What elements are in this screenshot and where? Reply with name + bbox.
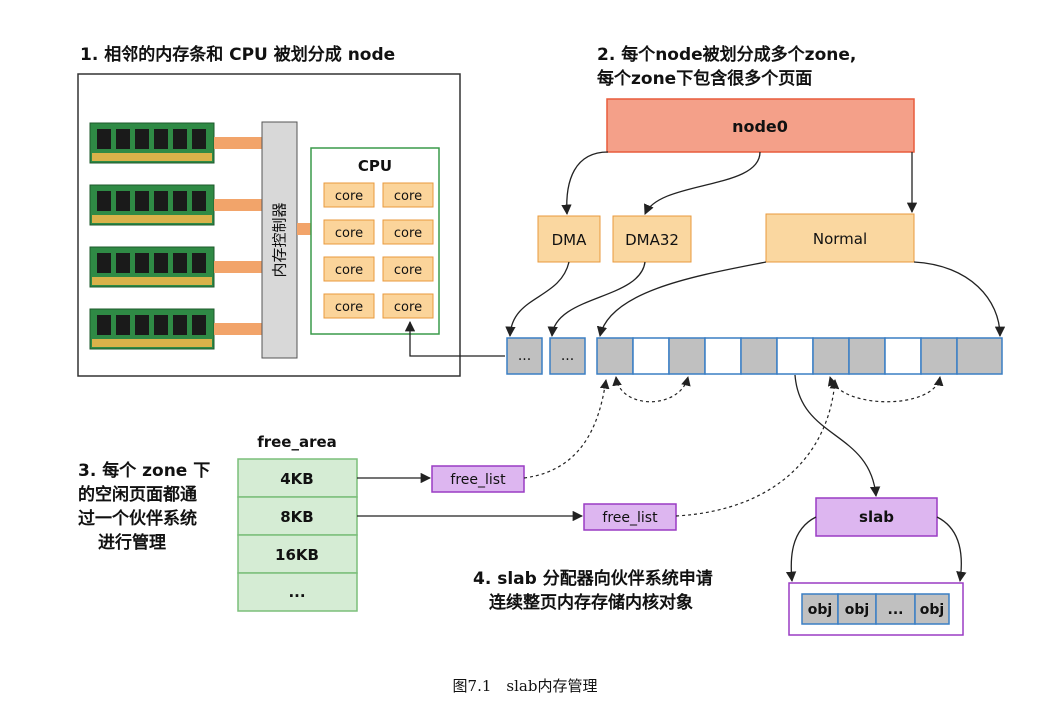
- free-list-2-label: free_list: [602, 510, 658, 526]
- slab-box: [815, 497, 938, 537]
- normal-pages: [596, 337, 1003, 375]
- slab-obj: obj: [808, 602, 832, 618]
- controller-cpu-link: [297, 223, 311, 235]
- free-area-to-list-arrows: [357, 472, 584, 522]
- slab-obj-dots: ...: [888, 602, 904, 618]
- free-area-item: ...: [288, 583, 305, 601]
- page-dots: ...: [561, 348, 574, 364]
- core: core: [335, 300, 363, 315]
- free-list-2: [583, 503, 677, 531]
- dram-stick-1: [89, 122, 262, 164]
- core: core: [394, 226, 422, 241]
- dma-pages: ... ...: [506, 337, 586, 375]
- page-dots: ...: [518, 348, 531, 364]
- buddy-page-links: [612, 376, 944, 403]
- slab-to-object-arrows: [785, 516, 967, 583]
- figure-caption: 图7.1 slab内存管理: [453, 677, 598, 695]
- section2-title-line2: 每个zone下包含很多个页面: [597, 68, 812, 89]
- zone-to-page-arrows: [404, 261, 1006, 357]
- core: core: [394, 263, 422, 278]
- free-list-to-page-links: [523, 379, 840, 517]
- node0-label: node0: [732, 117, 788, 136]
- section4-line2: 连续整页内存存储内核对象: [489, 592, 693, 613]
- section3-line3: 过一个伙伴系统: [78, 508, 197, 529]
- free-area-title: free_area: [257, 433, 337, 451]
- section3-line2: 的空闲页面都通: [78, 484, 197, 505]
- free-list-1: [431, 465, 525, 493]
- cpu-label: CPU: [358, 157, 392, 175]
- node0-box: [606, 98, 915, 153]
- core: core: [335, 263, 363, 278]
- section3-line1: 3. 每个 zone 下: [78, 460, 210, 481]
- slab-obj: obj: [845, 602, 869, 618]
- dram-stick-2: [89, 184, 262, 226]
- node-to-zone-arrows: [561, 151, 918, 216]
- dram-stick-3: [89, 246, 262, 288]
- slab-objects: [801, 593, 950, 625]
- core: core: [335, 226, 363, 241]
- core: core: [394, 189, 422, 204]
- page-to-slab-arrow: [794, 374, 881, 498]
- cpu-cores: core core core core core core core core: [323, 182, 434, 319]
- slab-label: slab: [859, 508, 894, 526]
- zone-dma32: [612, 215, 692, 263]
- memory-controller-label: 内存控制器: [271, 202, 289, 277]
- zone-dma32-label: DMA32: [625, 231, 679, 249]
- section3-line4: 进行管理: [98, 532, 166, 553]
- memory-controller: [261, 121, 298, 359]
- free-area-item: 8KB: [280, 508, 314, 526]
- free-area-item: 4KB: [280, 470, 314, 488]
- zone-dma: [537, 215, 601, 263]
- zone-dma-label: DMA: [552, 231, 587, 249]
- zone-normal: [765, 213, 915, 263]
- section2-title-line1: 2. 每个node被划分成多个zone,: [597, 44, 856, 65]
- slab-obj: obj: [920, 602, 944, 618]
- free-list-1-label: free_list: [450, 472, 506, 488]
- free-area-list: [237, 458, 358, 612]
- core: core: [335, 189, 363, 204]
- free-area-item: 16KB: [275, 546, 319, 564]
- section4-line1: 4. slab 分配器向伙伴系统申请: [473, 568, 713, 589]
- section1-title: 1. 相邻的内存条和 CPU 被划分成 node: [80, 44, 395, 65]
- core: core: [394, 300, 422, 315]
- zone-normal-label: Normal: [813, 230, 867, 248]
- dram-stick-4: [89, 308, 262, 350]
